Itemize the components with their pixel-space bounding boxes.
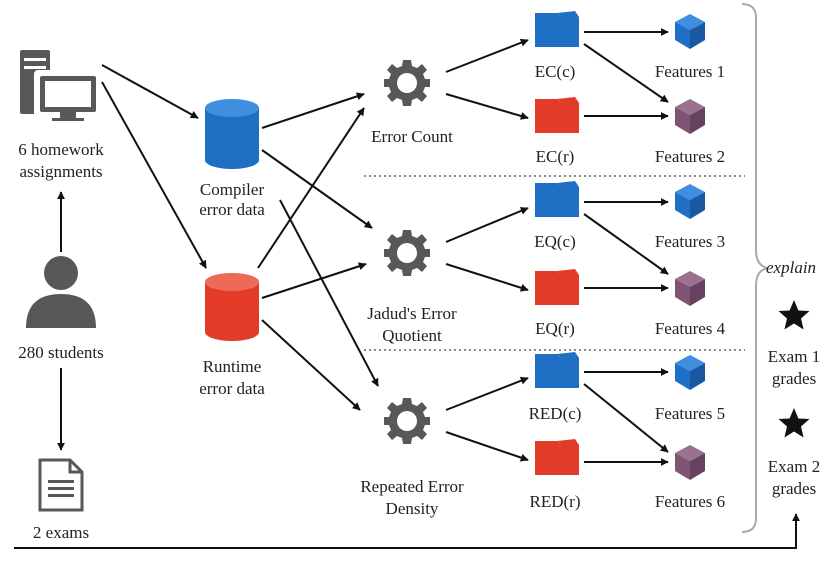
folder-icon-eq-r (535, 269, 579, 305)
features-1-label: Features 1 (655, 62, 725, 81)
person-icon (26, 256, 96, 328)
homework-label-line1: 6 homework (18, 140, 104, 159)
exam2-label-line1: Exam 2 (768, 457, 820, 476)
arrow-redc-to-f6 (583, 383, 669, 453)
gear-icon-ec (384, 60, 430, 106)
arrow-red-to-redr (445, 431, 529, 462)
arrows (14, 28, 800, 549)
compiler-label-line1: Compiler (200, 180, 265, 199)
cube-icon-f6 (675, 445, 705, 480)
folder-icon-red-r (535, 439, 579, 475)
arrow-eq-to-eqc (445, 207, 529, 243)
cube-icon-f1 (675, 14, 705, 49)
features-2-label: Features 2 (655, 147, 725, 166)
features-6-label: Features 6 (655, 492, 725, 511)
homework-label-line2: assignments (19, 162, 102, 181)
arrow-runtime-to-eq (261, 262, 367, 299)
folder-label-ec-r: EC(r) (536, 147, 575, 166)
arrow-eq-to-eqr (445, 263, 529, 292)
explain-label: explain (766, 258, 816, 277)
runtime-label-line2: error data (199, 379, 265, 398)
compiler-label-line2: error data (199, 200, 265, 219)
features-5-label: Features 5 (655, 404, 725, 423)
star-icon-exam2 (778, 408, 810, 438)
students-label: 280 students (18, 343, 103, 362)
compiler-database-icon (205, 99, 259, 169)
red-label-line1: Repeated Error (360, 477, 464, 496)
folder-label-red-r: RED(r) (530, 492, 581, 511)
eq-label-line1: Jadud's Error (367, 304, 457, 323)
folder-icon-ec-r (535, 97, 579, 133)
arrow-compiler-to-red (279, 199, 379, 387)
arrow-ec-to-ecr (445, 93, 529, 120)
exams-label: 2 exams (33, 523, 89, 542)
cube-icon-f2 (675, 99, 705, 134)
arrow-ecc-to-f2 (583, 43, 669, 103)
red-label-line2: Density (386, 499, 439, 518)
runtime-database-icon (205, 273, 259, 341)
arrow-compiler-to-ec (261, 92, 365, 129)
folder-label-red-c: RED(c) (529, 404, 582, 423)
document-icon (38, 458, 84, 512)
star-icon-exam1 (778, 300, 810, 330)
folder-icon-ec-c (535, 11, 579, 47)
arrow-compiler-to-eq (261, 149, 373, 229)
arrow-eqc-to-f4 (583, 213, 669, 275)
folder-label-eq-c: EQ(c) (534, 232, 576, 251)
exam1-label-line1: Exam 1 (768, 347, 820, 366)
folder-icon-eq-c (535, 181, 579, 217)
arrow-red-to-redc (445, 376, 529, 411)
brace (741, 3, 769, 533)
arrow-ec-to-ecc (445, 38, 529, 73)
exam2-label-line2: grades (772, 479, 816, 498)
arrow-runtime-to-red (261, 319, 361, 411)
folder-icon-red-c (535, 352, 579, 388)
folder-label-eq-r: EQ(r) (535, 319, 575, 338)
ec-label: Error Count (371, 127, 453, 146)
exam1-label-line2: grades (772, 369, 816, 388)
arrow-homework-to-compiler (101, 64, 199, 119)
features-3-label: Features 3 (655, 232, 725, 251)
cube-icon-f3 (675, 184, 705, 219)
cube-icon-f5 (675, 355, 705, 390)
folder-label-ec-c: EC(c) (535, 62, 576, 81)
features-4-label: Features 4 (655, 319, 726, 338)
arrow-exams-to-grades (14, 513, 800, 549)
gear-icon-eq (384, 230, 430, 276)
arrow-runtime-to-ec (257, 107, 365, 269)
gear-icon-red (384, 398, 430, 444)
arrow-homework-to-runtime (101, 81, 207, 269)
computer-icon (20, 50, 100, 121)
runtime-label-line1: Runtime (203, 357, 262, 376)
cube-icon-f4 (675, 271, 705, 306)
eq-label-line2: Quotient (382, 326, 442, 345)
